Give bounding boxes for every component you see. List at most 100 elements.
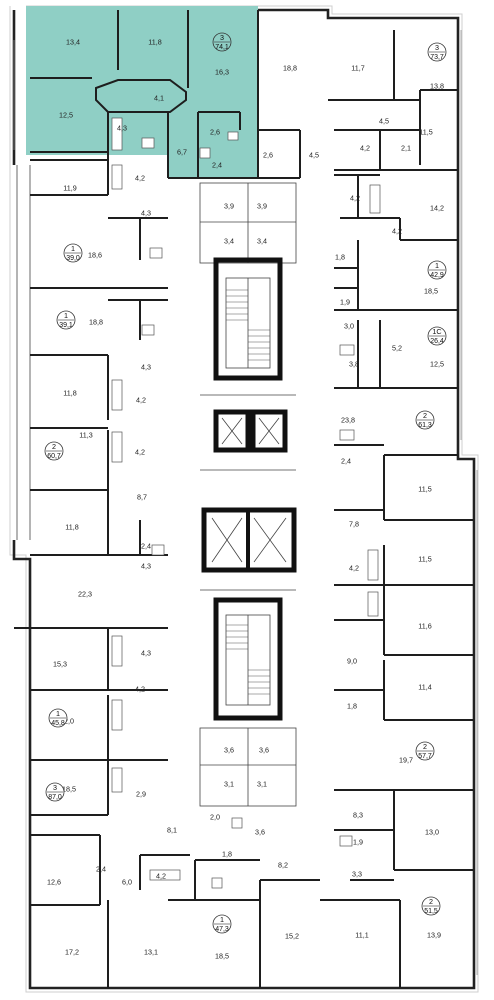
apartment-rooms: 2 <box>429 897 433 906</box>
room-area-label: 2,4 <box>341 457 351 466</box>
apartment-rooms: 1 <box>220 915 224 924</box>
apartment-area: 61,3 <box>418 422 432 429</box>
apartment-area: 73,7 <box>430 54 444 61</box>
room-area-label: 18,5 <box>424 287 438 296</box>
apartment-badge[interactable]: 261,3 <box>415 410 435 430</box>
room-area-label: 4,2 <box>136 396 146 405</box>
apartment-rooms: 3 <box>220 33 224 42</box>
building-core <box>199 182 297 807</box>
apartment-area: 51,5 <box>424 908 438 915</box>
apartment-rooms: 3 <box>53 783 57 792</box>
apartment-badge[interactable]: 142,9 <box>427 260 447 280</box>
room-area-label: 4,3 <box>141 209 151 218</box>
room-area-label: 2,4 <box>212 161 222 170</box>
room-area-label: 3,4 <box>257 237 267 246</box>
room-area-label: 11,7 <box>351 64 364 73</box>
room-area-label: 12,5 <box>430 360 444 369</box>
room-area-label: 3,6 <box>224 746 234 755</box>
room-area-label: 4,2 <box>360 144 370 153</box>
room-area-label: 3,8 <box>349 360 359 369</box>
apartment-badge[interactable]: 251,5 <box>421 896 441 916</box>
apartment-area: 74,1 <box>215 44 229 51</box>
room-area-label: 8,7 <box>137 493 147 502</box>
room-area-label: 11,6 <box>418 622 431 631</box>
room-area-label: 3,0 <box>344 322 354 331</box>
room-area-label: 2,0 <box>210 813 220 822</box>
apartment-badge[interactable]: 373,7 <box>427 42 447 62</box>
apartment-badge[interactable]: 260,7 <box>44 441 64 461</box>
room-area-label: 16,3 <box>215 68 229 77</box>
apartment-badge[interactable]: 257,7 <box>415 741 435 761</box>
room-area-label: 4,5 <box>379 117 389 126</box>
room-area-label: 11,9 <box>63 184 76 193</box>
apartment-area: 39,1 <box>59 322 73 329</box>
room-area-label: 22,0 <box>60 717 74 726</box>
apartment-badge[interactable]: 139,1 <box>56 310 76 330</box>
apartment-rooms: 1 <box>56 709 60 718</box>
room-area-label: 4,2 <box>135 174 145 183</box>
room-area-label: 12,5 <box>59 111 73 120</box>
room-area-label: 18,5 <box>62 785 76 794</box>
apartment-area: 45,8 <box>51 720 65 727</box>
room-area-label: 2,6 <box>210 128 220 137</box>
apartment-badge[interactable]: 145,8 <box>48 708 68 728</box>
room-area-label: 5,2 <box>392 344 402 353</box>
room-area-label: 17,2 <box>65 948 79 957</box>
apartment-rooms: 2 <box>423 411 427 420</box>
room-area-label: 22,3 <box>78 590 92 599</box>
apartment-badge[interactable]: 139,0 <box>63 243 83 263</box>
room-area-label: 3,4 <box>224 237 234 246</box>
room-area-label: 6,7 <box>177 148 187 157</box>
room-area-label: 11,4 <box>418 683 431 692</box>
apartment-badge[interactable]: 147,3 <box>212 914 232 934</box>
room-area-label: 4,3 <box>141 562 151 571</box>
room-area-label: 4,2 <box>156 872 166 881</box>
room-area-label: 1,8 <box>347 702 357 711</box>
room-area-label: 4,3 <box>117 124 127 133</box>
room-area-label: 4,2 <box>392 227 402 236</box>
room-area-label: 3,6 <box>255 828 265 837</box>
room-area-label: 8,1 <box>167 826 177 835</box>
room-area-label: 23,8 <box>341 416 355 425</box>
room-area-label: 6,0 <box>122 878 132 887</box>
apartment-rooms: 2 <box>52 442 56 451</box>
room-area-label: 8,3 <box>353 811 363 820</box>
room-area-label: 11,8 <box>63 389 76 398</box>
room-area-label: 11,5 <box>419 128 432 137</box>
room-area-label: 3,6 <box>259 746 269 755</box>
apartment-area: 57,7 <box>418 753 432 760</box>
room-area-label: 3,9 <box>257 202 267 211</box>
room-area-label: 15,2 <box>285 932 299 941</box>
walls <box>14 10 474 988</box>
apartment-area: 60,7 <box>47 453 61 460</box>
room-area-label: 1,9 <box>340 298 350 307</box>
room-area-label: 11,8 <box>65 523 78 532</box>
room-area-label: 1,9 <box>353 838 363 847</box>
room-area-label: 1,8 <box>222 850 232 859</box>
apartment-area: 39,0 <box>66 255 80 262</box>
apartment-area: 42,9 <box>430 272 444 279</box>
room-area-label: 12,6 <box>47 878 61 887</box>
room-area-label: 3,3 <box>352 870 362 879</box>
selected-apartment-highlight[interactable] <box>26 6 258 178</box>
apartment-rooms: 1 <box>435 261 439 270</box>
apartment-badge-circle <box>212 32 232 52</box>
room-area-label: 13,8 <box>430 82 444 91</box>
apartment-badge[interactable]: 374,1 <box>212 32 232 52</box>
apartment-rooms: 1 <box>64 311 68 320</box>
room-area-label: 11,1 <box>355 931 368 940</box>
apartment-area: 26,4 <box>430 338 444 345</box>
room-area-label: 14,2 <box>430 204 444 213</box>
apartment-badge[interactable]: 387,0 <box>45 782 65 802</box>
apartment-area: 47,3 <box>215 926 229 933</box>
apartment-rooms: 3 <box>435 43 439 52</box>
room-area-label: 3,1 <box>224 780 234 789</box>
room-area-label: 13,4 <box>66 38 80 47</box>
room-area-label: 13,1 <box>144 948 158 957</box>
room-area-label: 4,3 <box>141 649 151 658</box>
apartment-rooms: 2 <box>423 742 427 751</box>
